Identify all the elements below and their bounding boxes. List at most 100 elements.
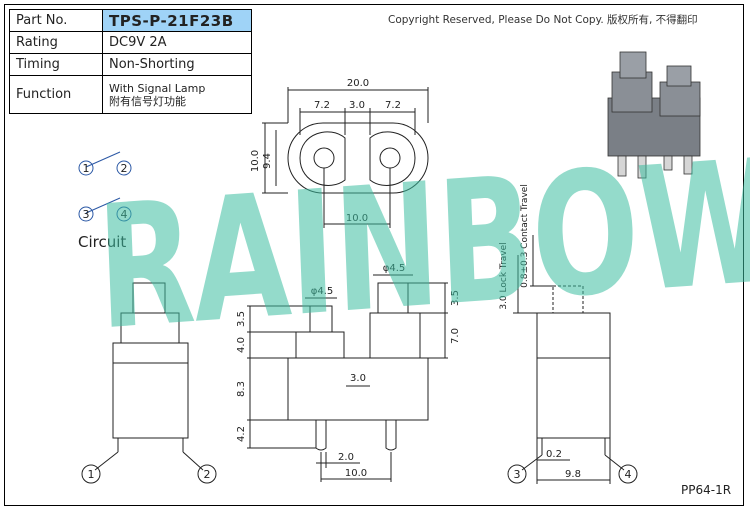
front-view-pin-right	[385, 420, 397, 451]
left-view-body	[112, 362, 189, 439]
top-view-right-plunger	[379, 147, 401, 169]
dim-9.8: 9.8	[565, 469, 581, 480]
side-view-plunger-hidden	[552, 285, 584, 314]
dim-0.2: 0.2	[546, 449, 562, 460]
left-view-plunger	[132, 282, 166, 314]
timing-value: Non-Shorting	[102, 53, 252, 76]
function-label: Function	[9, 75, 103, 114]
dim-3.5-left: 3.5	[236, 311, 247, 327]
front-view-pin-left	[315, 420, 327, 451]
timing-label: Timing	[9, 53, 103, 76]
rating-row: Rating DC9V 2A	[9, 31, 252, 54]
dim-3.0-front: 3.0	[350, 373, 366, 384]
circuit-terminal-3-ring	[78, 206, 94, 222]
rating-value: DC9V 2A	[102, 31, 252, 54]
top-view-dims: 20.0 7.2 3.0 7.2 10.0 9.4 10.0	[250, 78, 401, 224]
spec-table: Part No. TPS-P-21F23B Rating DC9V 2A Tim…	[9, 9, 252, 114]
render-pin	[617, 155, 627, 177]
front-view-left-cap	[295, 331, 345, 359]
render-cap-left	[611, 71, 653, 113]
function-row: Function With Signal Lamp 附有信号灯功能	[9, 75, 252, 114]
timing-row: Timing Non-Shorting	[9, 53, 252, 76]
dim-7.0: 7.0	[450, 328, 461, 344]
left-view-collar	[112, 342, 189, 364]
drawing-frame	[4, 4, 744, 506]
left-view	[81, 282, 217, 484]
function-value-en: With Signal Lamp	[109, 81, 206, 95]
circuit-terminal-1: 1	[83, 162, 90, 175]
dim-phi-4.5-left: φ4.5	[311, 286, 334, 297]
circuit-terminal-2: 2	[121, 162, 128, 175]
dim-10.0-bottom: 10.0	[346, 213, 368, 224]
top-view-left-cap	[299, 131, 346, 186]
dim-2.0: 2.0	[338, 452, 354, 463]
side-view-dims: 3.0 Lock Travel 0.8±0.3 Contact Travel 0…	[499, 184, 632, 481]
circuit-terminal-1-ring	[78, 160, 94, 176]
dim-3.5-right: 3.5	[450, 290, 461, 306]
circuit-terminal-3: 3	[83, 208, 90, 221]
leader-line	[521, 454, 543, 471]
side-view-terminal-label-3: 3	[514, 468, 521, 481]
part-no-value: TPS-P-21F23B	[102, 9, 252, 32]
function-value-cn: 附有信号灯功能	[109, 94, 186, 108]
side-view-terminal-4-ring	[618, 464, 638, 484]
dim-7.2-left: 7.2	[314, 100, 330, 111]
dim-4.0: 4.0	[236, 337, 247, 353]
dim-3.0: 3.0	[349, 100, 365, 111]
dim-10.0-vertical: 10.0	[250, 150, 261, 172]
leader-line	[182, 451, 204, 471]
top-view	[262, 87, 429, 228]
left-view-terminal-labels: 1 2	[88, 468, 211, 481]
left-view-terminal-2-ring	[197, 464, 217, 484]
left-view-terminal-label-1: 1	[88, 468, 95, 481]
part-no-row: Part No. TPS-P-21F23B	[9, 9, 252, 32]
model-code: PP64-1R	[681, 483, 732, 497]
front-view-left-plunger	[309, 305, 333, 333]
front-view-right-cap	[369, 312, 421, 359]
left-view-terminal-label-2: 2	[204, 468, 211, 481]
dim-9.4: 9.4	[262, 153, 273, 169]
left-view-terminal-1-ring	[81, 464, 101, 484]
front-view	[247, 274, 448, 482]
circuit-diagram	[78, 151, 132, 222]
side-view-terminal-3-ring	[507, 464, 527, 484]
left-view-cap	[120, 312, 180, 344]
dim-7.2-right: 7.2	[385, 100, 401, 111]
front-view-body	[287, 357, 429, 421]
dim-lock-travel: 3.0 Lock Travel	[499, 242, 509, 309]
side-view-terminal-label-4: 4	[625, 468, 632, 481]
product-3d-render	[607, 51, 701, 179]
top-view-left-plunger	[313, 147, 335, 169]
switch-contact-top	[85, 151, 121, 168]
circuit-terminal-4-ring	[116, 206, 132, 222]
switch-contact-bottom	[85, 197, 121, 214]
dim-phi-4.5-right: φ4.5	[383, 263, 406, 274]
dim-20.0: 20.0	[347, 78, 369, 89]
render-pin	[637, 155, 647, 179]
dim-10.0-front: 10.0	[345, 468, 367, 479]
render-plunger-left	[619, 51, 647, 79]
circuit-label: Circuit	[78, 233, 126, 251]
front-view-right-plunger	[377, 282, 409, 314]
dim-4.2: 4.2	[236, 426, 247, 442]
render-pin	[663, 155, 673, 171]
circuit-terminal-2-ring	[116, 160, 132, 176]
side-view	[507, 235, 638, 484]
dim-contact-travel: 0.8±0.3 Contact Travel	[520, 184, 530, 288]
leader-line	[94, 451, 119, 471]
top-view-outline	[287, 122, 429, 194]
top-view-right-cap	[369, 131, 416, 186]
copyright-notice: Copyright Reserved, Please Do Not Copy. …	[388, 14, 698, 26]
front-view-dims: φ4.5 φ4.5 3.5 7.0 3.5 4.0 8.3 4.2 3.0 2.…	[236, 263, 461, 479]
side-view-cap	[536, 312, 611, 359]
render-pin	[683, 155, 693, 175]
dim-8.3: 8.3	[236, 381, 247, 397]
function-value: With Signal Lamp 附有信号灯功能	[102, 75, 252, 114]
leader-line	[604, 454, 625, 471]
circuit-terminal-4: 4	[121, 208, 128, 221]
render-cap-right	[659, 81, 701, 117]
render-plunger-right	[666, 65, 692, 87]
side-view-body	[536, 357, 611, 439]
